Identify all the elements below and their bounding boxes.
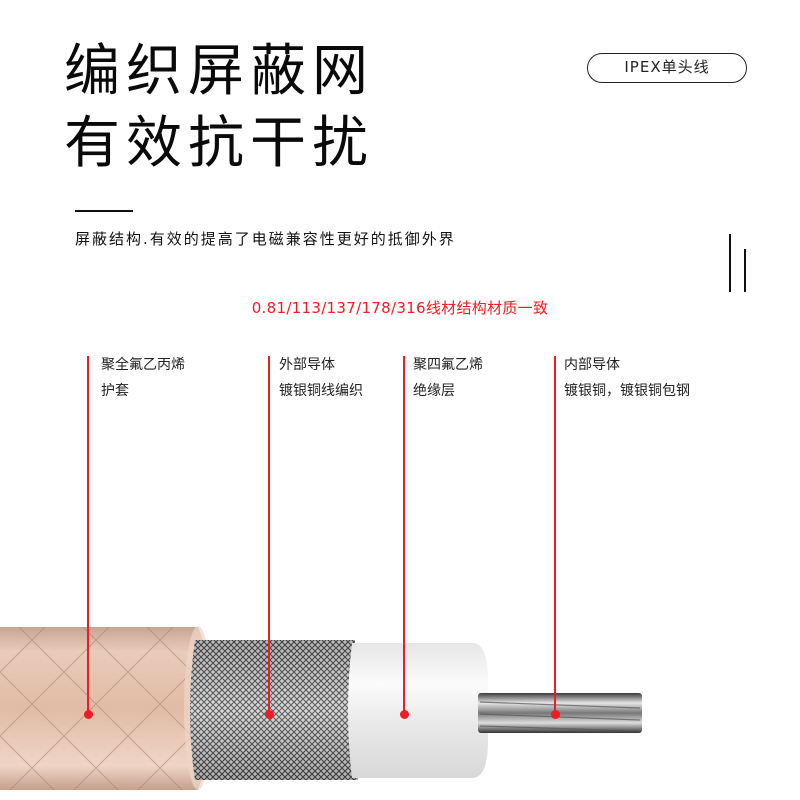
layer-detail: 护套 bbox=[101, 383, 129, 399]
layer-detail: 镀银铜线编织 bbox=[279, 383, 363, 399]
layer-name: 内部导体 bbox=[564, 357, 620, 373]
layer-name: 聚四氟乙烯 bbox=[413, 357, 483, 373]
pointer-dot-jacket bbox=[84, 710, 93, 719]
pointer-line-insulation bbox=[403, 356, 405, 711]
headline-line-2: 有效抗干扰 bbox=[64, 111, 374, 176]
layer-name: 外部导体 bbox=[279, 357, 335, 373]
coax-cable-illustration bbox=[0, 626, 642, 790]
layer-label-inner-conductor: 内部导体 镀银铜，镀银铜包钢 bbox=[564, 352, 690, 404]
spec-highlight: 0.81/113/137/178/316线材结构材质一致 bbox=[251, 299, 549, 317]
layer-label-insulation: 聚四氟乙烯 绝缘层 bbox=[413, 352, 483, 404]
layer-label-jacket: 聚全氟乙丙烯 护套 bbox=[101, 352, 185, 404]
pointer-dot-outer-conductor bbox=[265, 710, 274, 719]
decor-bar-short bbox=[744, 249, 746, 292]
pointer-dot-insulation bbox=[400, 710, 409, 719]
pointer-line-inner-conductor bbox=[554, 356, 556, 711]
pointer-dot-inner-conductor bbox=[551, 710, 560, 719]
headline-line-1: 编织屏蔽网 bbox=[64, 39, 374, 104]
title-underline bbox=[75, 210, 133, 212]
product-badge: IPEX单头线 bbox=[587, 53, 747, 83]
pointer-line-jacket bbox=[87, 356, 89, 711]
pointer-line-outer-conductor bbox=[268, 356, 270, 711]
layer-detail: 镀银铜，镀银铜包钢 bbox=[564, 383, 690, 399]
layer-name: 聚全氟乙丙烯 bbox=[101, 357, 185, 373]
description-text: 屏蔽结构.有效的提高了电磁兼容性更好的抵御外界 bbox=[75, 230, 456, 248]
decor-bar-long bbox=[729, 234, 731, 292]
layer-label-outer-conductor: 外部导体 镀银铜线编织 bbox=[279, 352, 363, 404]
layer-detail: 绝缘层 bbox=[413, 383, 455, 399]
